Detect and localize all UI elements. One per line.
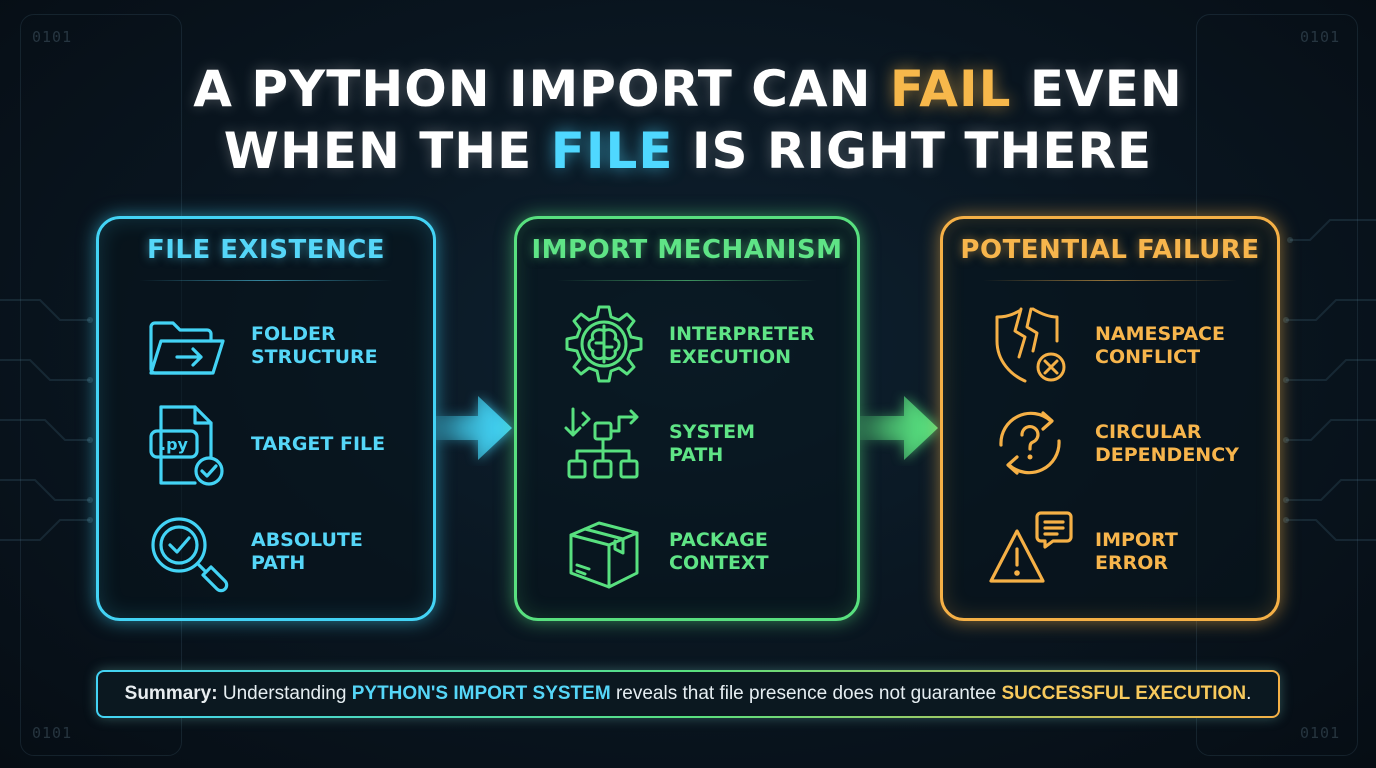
list-item-target-file: .py TARGET FILE [99, 399, 433, 489]
item-label: TARGET FILE [251, 432, 386, 455]
item-label: FOLDER STRUCTURE [251, 323, 378, 368]
item-label: SYSTEM PATH [669, 421, 755, 466]
binary-code-decoration: 0101 [32, 28, 73, 46]
panel-divider [557, 280, 817, 281]
list-item-namespace-conflict: NAMESPACE CONFLICT [943, 301, 1277, 391]
summary-text: . [1246, 683, 1252, 704]
title-highlight-fail: FAIL [889, 60, 1012, 118]
circular-question-icon [999, 411, 1061, 475]
title-line-2: WHEN THE FILE IS RIGHT THERE [0, 120, 1376, 182]
title-text: IS RIGHT THERE [673, 122, 1153, 180]
panel-divider [139, 280, 393, 281]
title-text: A PYTHON IMPORT CAN [193, 60, 890, 118]
item-label: INTERPRETER EXECUTION [669, 323, 815, 368]
summary-lead: Summary: [124, 683, 218, 704]
binary-code-decoration: 0101 [1300, 724, 1341, 742]
list-item-interpreter-execution: INTERPRETER EXECUTION [517, 301, 857, 391]
folder-arrow-icon [149, 321, 225, 375]
title-highlight-file: FILE [550, 122, 674, 180]
panel-divider [983, 280, 1237, 281]
summary-highlight-import-system: PYTHON'S IMPORT SYSTEM [351, 683, 611, 704]
summary-text: reveals that file presence does not guar… [610, 683, 1002, 704]
binary-code-decoration: 0101 [32, 724, 73, 742]
panel-file-existence: FILE EXISTENCE FOLDER STRUCTURE .py [96, 216, 436, 621]
svg-text:.py: .py [160, 435, 189, 454]
title-text: EVEN [1011, 60, 1183, 118]
panel-title: IMPORT MECHANISM [531, 235, 843, 265]
python-file-check-icon: .py [149, 405, 224, 486]
list-item-circular-dependency: CIRCULAR DEPENDENCY [943, 399, 1277, 489]
summary-box: Summary: Understanding PYTHON'S IMPORT S… [96, 670, 1280, 718]
gear-brain-icon [565, 305, 643, 383]
summary-text: Understanding [217, 683, 352, 704]
summary-highlight-successful-execution: SUCCESSFUL EXECUTION [1001, 683, 1247, 704]
arrow-right-icon [434, 396, 512, 460]
list-item-system-path: SYSTEM PATH [517, 399, 857, 489]
title-line-1: A PYTHON IMPORT CAN FAIL EVEN [0, 58, 1376, 120]
panel-import-mechanism: IMPORT MECHANISM INTERPRETER EXECUTION [514, 216, 860, 621]
item-label: NAMESPACE CONFLICT [1095, 323, 1225, 368]
list-item-package-context: PACKAGE CONTEXT [517, 507, 857, 597]
panel-title: FILE EXISTENCE [146, 235, 386, 265]
item-label: IMPORT ERROR [1095, 529, 1178, 574]
item-label: CIRCULAR DEPENDENCY [1095, 421, 1239, 466]
page-title: A PYTHON IMPORT CAN FAIL EVEN WHEN THE F… [0, 58, 1376, 182]
broken-shield-icon [995, 307, 1066, 383]
list-item-import-error: IMPORT ERROR [943, 507, 1277, 597]
arrow-right-icon [860, 396, 938, 460]
item-label: PACKAGE CONTEXT [669, 529, 769, 574]
list-item-absolute-path: ABSOLUTE PATH [99, 507, 433, 597]
flow-hierarchy-icon [564, 407, 639, 479]
list-item-folder-structure: FOLDER STRUCTURE [99, 301, 433, 391]
magnifier-check-icon [151, 517, 229, 593]
item-label: ABSOLUTE PATH [251, 529, 363, 574]
panel-potential-failure: POTENTIAL FAILURE NAMESPACE CONFLICT [940, 216, 1280, 621]
panel-title: POTENTIAL FAILURE [960, 235, 1260, 265]
package-box-icon [569, 521, 639, 589]
title-text: WHEN THE [223, 122, 551, 180]
binary-code-decoration: 0101 [1300, 28, 1341, 46]
warning-message-icon [989, 511, 1073, 583]
